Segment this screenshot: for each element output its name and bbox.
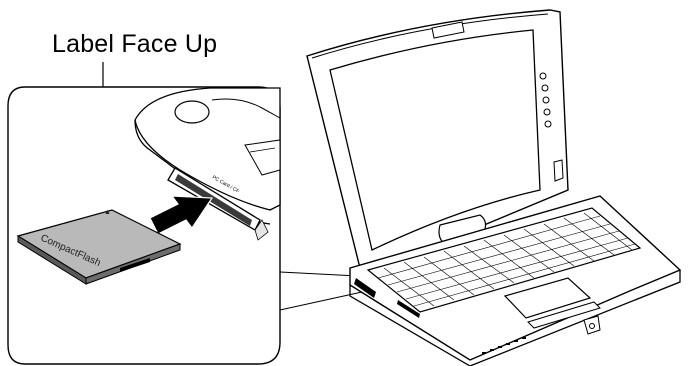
orientation-mark: ▲ xyxy=(104,209,111,216)
bezel-button-1 xyxy=(540,73,546,79)
bezel-button-4 xyxy=(544,109,550,115)
speaker-icon xyxy=(175,101,209,123)
laptop-illustration xyxy=(307,10,680,366)
bezel-button-2 xyxy=(542,85,548,91)
bezel-button-3 xyxy=(543,97,549,103)
connector-line-top xyxy=(280,272,358,276)
bezel-button-5 xyxy=(545,121,551,127)
